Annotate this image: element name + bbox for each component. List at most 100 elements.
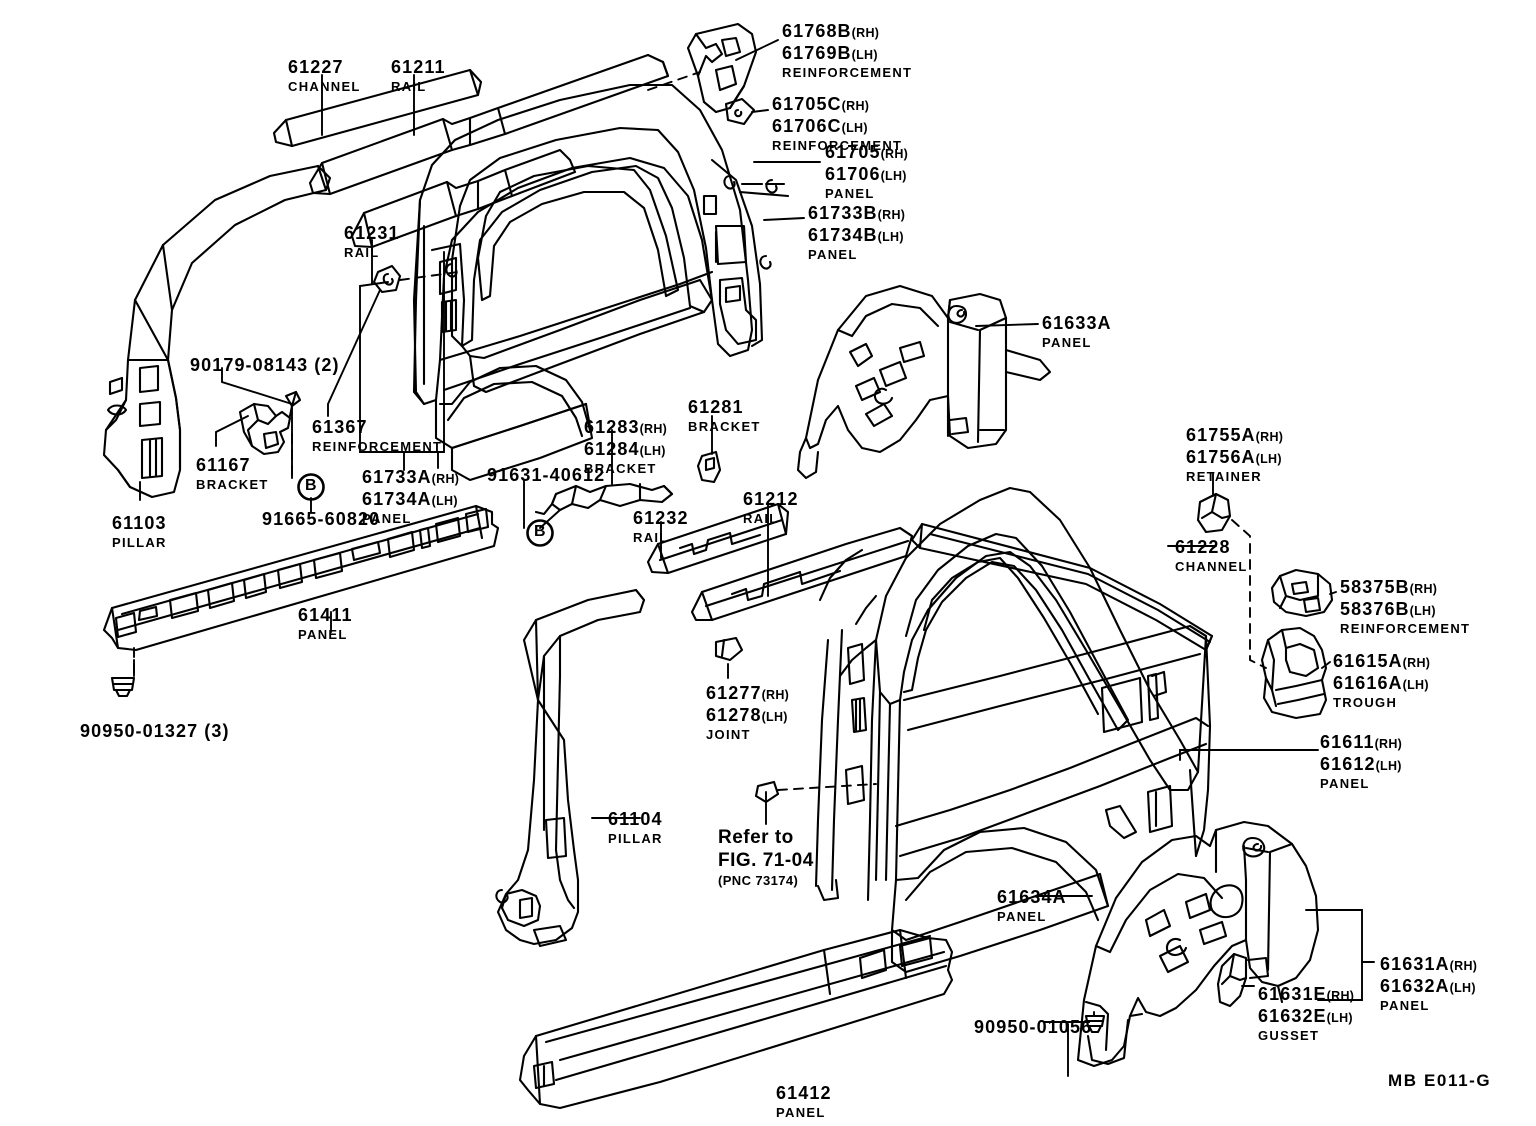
part-number: 61734B	[808, 225, 878, 245]
part-number-row: 61228	[1175, 538, 1248, 557]
part-description: BRACKET	[584, 461, 657, 476]
part-number: 61755A	[1186, 425, 1256, 445]
part-number-row: 58375B(RH)	[1340, 578, 1470, 597]
part-number-row: 91665-60820	[262, 510, 380, 529]
part-number-row: 61769B(LH)	[782, 44, 912, 63]
part-61411-panel	[102, 504, 500, 652]
part-side-suffix: (LH)	[880, 169, 907, 183]
part-number: 61706	[825, 164, 881, 184]
part-number-row: 61284(LH)	[584, 440, 667, 459]
part-number: 61631E	[1258, 984, 1327, 1004]
part-side-suffix: (RH)	[1409, 582, 1438, 596]
part-number-row: 61706C(LH)	[772, 117, 902, 136]
part-number-row: 61277(RH)	[706, 684, 789, 703]
part-number: 61734A	[362, 489, 432, 509]
part-number: 61633A	[1042, 313, 1112, 333]
part-61755A-retainer	[1196, 492, 1232, 534]
part-label-9095001056: 90950-01056	[974, 1018, 1092, 1037]
part-label-9166560820: 91665-60820	[262, 510, 380, 529]
part-number: 61104	[608, 809, 663, 829]
part-description: RAIL	[391, 79, 427, 94]
part-number-row: 61755A(RH)	[1186, 426, 1283, 445]
part-number-row: 61412	[776, 1084, 832, 1103]
callout-marker-letter: B	[305, 477, 318, 494]
part-number: 61211	[391, 57, 446, 77]
part-description: JOINT	[706, 727, 751, 742]
part-description: RAIL	[633, 530, 669, 545]
part-61277-joint	[714, 636, 744, 662]
part-side-suffix: (RH)	[880, 147, 909, 161]
part-number-row: 61768B(RH)	[782, 22, 912, 41]
part-number-row: 61411	[298, 606, 353, 625]
part-number-row: 61231	[344, 224, 400, 243]
part-number-row: 61615A(RH)	[1333, 652, 1430, 671]
part-number: 61733A	[362, 467, 432, 487]
part-description: PANEL	[1380, 998, 1430, 1013]
part-label-61277: 61277(RH)61278(LH)JOINT	[706, 684, 789, 741]
part-number-row: 90950-01327 (3)	[80, 722, 230, 741]
part-number: 61277	[706, 683, 762, 703]
part-number: 91665-60820	[262, 509, 381, 529]
part-61768B-reinforcement	[686, 22, 758, 114]
part-90179-bolt	[284, 390, 302, 418]
part-label-61631A: 61631A(RH)61632A(LH)PANEL	[1380, 955, 1477, 1012]
part-label-90179081432: 90179-08143 (2)	[190, 356, 340, 375]
part-61227-channel	[272, 68, 483, 148]
part-number-row: 61734B(LH)	[808, 226, 905, 245]
part-side-suffix: (LH)	[1255, 452, 1282, 466]
part-description: CHANNEL	[1175, 559, 1248, 574]
part-label-61615A: 61615A(RH)61616A(LH)TROUGH	[1333, 652, 1430, 709]
part-61232-rail	[646, 502, 790, 575]
part-number-row: 61612(LH)	[1320, 755, 1402, 774]
part-61283-bracket	[534, 482, 674, 516]
refer-to-clip	[754, 780, 780, 804]
part-description: RAIL	[743, 511, 779, 526]
part-side-suffix: (LH)	[1409, 604, 1436, 618]
part-description: PANEL	[298, 627, 348, 642]
bottom-body-assembly	[814, 486, 1212, 974]
part-number-row: 61631E(RH)	[1258, 985, 1354, 1004]
part-61412-panel	[518, 928, 954, 1110]
part-description: PILLAR	[112, 535, 167, 550]
part-label-61283: 61283(RH) 61284(LH) BRACKET	[584, 418, 667, 475]
leader-lines	[133, 39, 1375, 1077]
part-description: REINFORCEMENT	[772, 138, 903, 153]
part-label-61705: 61705(RH)61706(LH)PANEL	[825, 143, 908, 200]
part-number: 61283	[584, 417, 640, 437]
part-number: 61367	[312, 417, 368, 437]
part-number: 61631A	[1380, 954, 1450, 974]
part-number-row: 61631A(RH)	[1380, 955, 1477, 974]
part-label-61733B: 61733B(RH)61734B(LH)PANEL	[808, 204, 905, 261]
part-61705C-reinforcement	[724, 97, 756, 126]
part-number-row: 61611(RH)	[1320, 733, 1402, 752]
part-description: REINFORCEMENT	[312, 439, 443, 454]
part-number-row: 61283(RH)	[584, 418, 667, 437]
part-61281-bracket	[696, 450, 722, 484]
part-side-suffix: (LH)	[841, 121, 868, 135]
part-number: 61706C	[772, 116, 842, 136]
refer-to-line3: (PNC 73174)	[718, 873, 799, 888]
part-90950-01327-plug	[110, 676, 136, 698]
part-number-row: 61632E(LH)	[1258, 1007, 1354, 1026]
part-side-suffix: (RH)	[1255, 430, 1284, 444]
part-number-row: 61733A(RH)	[362, 468, 459, 487]
part-description: PANEL	[1042, 335, 1092, 350]
part-number: 61284	[584, 439, 640, 459]
part-label-9163140612: 91631-40612	[487, 466, 605, 485]
part-61211-rail	[308, 53, 670, 196]
part-label-61755A: 61755A(RH)61756A(LH)RETAINER	[1186, 426, 1283, 483]
part-61228-channel	[910, 522, 1214, 652]
part-number-row: 90179-08143 (2)	[190, 356, 340, 375]
part-side-suffix: (RH)	[841, 99, 870, 113]
part-number: 61227	[288, 57, 344, 77]
part-side-suffix: (RH)	[1374, 737, 1403, 751]
part-label-90950013273: 90950-01327 (3)	[80, 722, 230, 741]
part-number: 61733B	[808, 203, 878, 223]
